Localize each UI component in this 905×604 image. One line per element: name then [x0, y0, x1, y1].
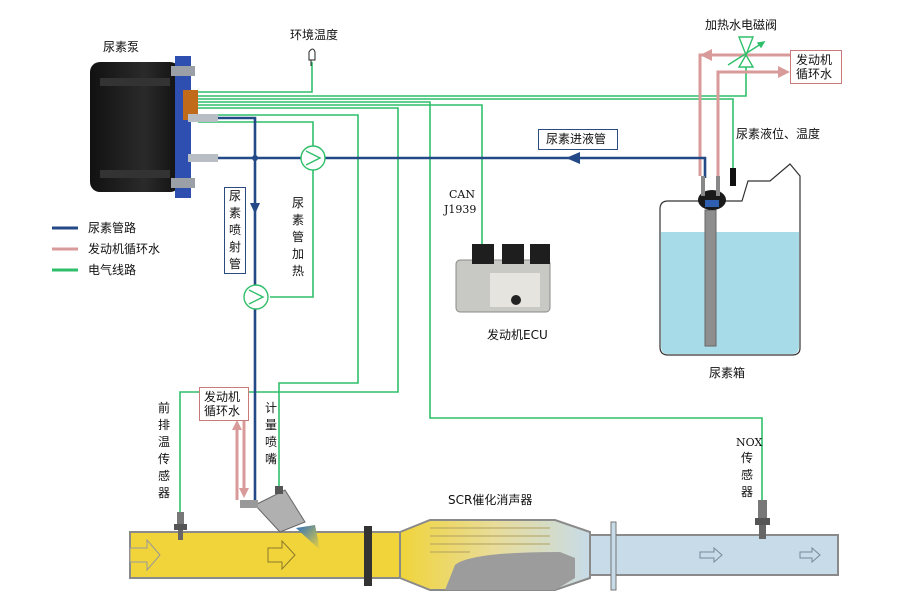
- urea-return-pipe: [215, 116, 257, 158]
- level-temp-label: 尿素液位、温度: [736, 127, 821, 141]
- exhaust-flow-arrow: [129, 538, 161, 572]
- exhaust-flow-arrow: [267, 539, 296, 571]
- injection-pipe-label-box: 尿素喷射管: [224, 187, 246, 274]
- legend: [52, 226, 78, 272]
- heater-icon: [243, 284, 269, 310]
- urea-pump: [90, 56, 218, 198]
- tank-label: 尿素箱: [709, 366, 746, 380]
- heating-valve-label: 加热水电磁阀: [705, 18, 778, 32]
- injection-pipe-label: 尿素喷射管: [228, 189, 241, 271]
- wire-heating-valve: [198, 67, 747, 97]
- solenoid-valve-icon: [727, 36, 766, 68]
- engine-ecu: [455, 244, 551, 313]
- coolant-arrows: [232, 49, 790, 498]
- wire-nox-sensor: [198, 101, 763, 500]
- coolant-arrow-down: [239, 488, 249, 498]
- scr-label: SCR催化消声器: [448, 493, 533, 507]
- coolant-arrow-right: [778, 66, 790, 78]
- inlet-pipe-label: 尿素进液管: [546, 132, 607, 146]
- coolant-label-box-bottom: 发动机 循环水: [199, 387, 249, 421]
- exhaust-flow-arrow: [699, 546, 723, 564]
- urea-tank: [659, 163, 801, 356]
- can-label-line1: CAN: [449, 188, 475, 201]
- urea-lines: [215, 116, 707, 500]
- flow-arrow-down: [250, 203, 260, 214]
- exhaust-flow-arrow: [799, 546, 821, 564]
- legend-label-electric: 电气线路: [88, 263, 137, 277]
- inlet-pipe-label-box: 尿素进液管: [538, 129, 618, 150]
- exhaust-pipe: [129, 519, 839, 591]
- wire-upstream-sensor: [179, 107, 399, 516]
- dosing-nozzle-label: 计量喷嘴: [264, 401, 277, 466]
- can-label-line2: J1939: [444, 203, 477, 216]
- dosing-nozzle-icon: [240, 486, 320, 550]
- coolant-label-line1: 发动机: [796, 53, 833, 67]
- ambient-temp-sensor-icon: [308, 48, 316, 66]
- urea-inlet-pipe: [215, 156, 707, 178]
- upstream-temp-sensor-icon: [174, 512, 187, 540]
- coolant-label-line2: 循环水: [204, 404, 241, 418]
- wire-tank-sensor: [198, 98, 734, 168]
- upstream-sensor-label: 前排温传感器: [157, 401, 170, 500]
- ambient-temp-label: 环境温度: [290, 28, 339, 42]
- nox-label-line2: 传感器: [740, 451, 753, 499]
- legend-label-urea: 尿素管路: [88, 221, 137, 235]
- heater-icon: [300, 145, 326, 171]
- electric-lines: [179, 62, 763, 516]
- wire-dosing-nozzle: [198, 114, 359, 490]
- coolant-label-line1: 发动机: [204, 390, 241, 404]
- nox-label-line1: NOX: [736, 436, 763, 449]
- wire-ambient-temp: [198, 62, 313, 93]
- flow-arrow-left: [566, 152, 580, 164]
- coolant-arrow-up: [232, 420, 242, 430]
- urea-pump-label: 尿素泵: [103, 40, 140, 54]
- coolant-arrow-left: [700, 49, 712, 61]
- coolant-label-box-top: 发动机 循环水: [790, 50, 842, 84]
- pipe-junction: [252, 155, 258, 161]
- nox-sensor-icon: [755, 500, 770, 539]
- ecu-label: 发动机ECU: [487, 328, 548, 342]
- coolant-label-line2: 循环水: [796, 67, 833, 81]
- wire-can: [198, 104, 483, 244]
- pipe-heating-label: 尿素管加热: [291, 196, 304, 278]
- legend-label-coolant: 发动机循环水: [88, 242, 161, 256]
